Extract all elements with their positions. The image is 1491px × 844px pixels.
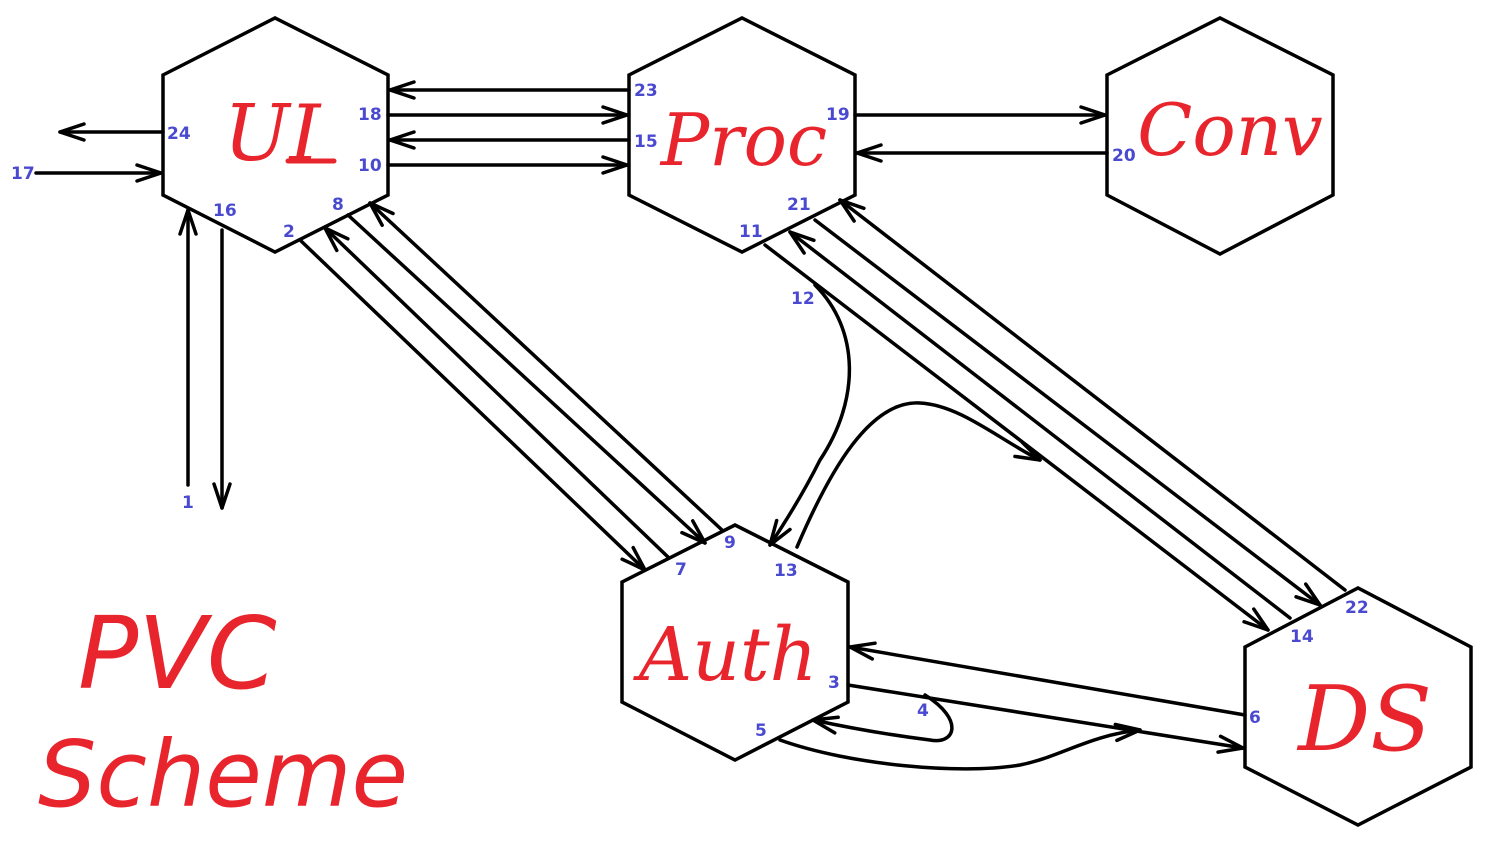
- edge-3: [846, 683, 1245, 754]
- edge-7: [323, 226, 670, 559]
- edge-number-24: 24: [167, 124, 191, 144]
- edge-number-11: 11: [739, 222, 763, 242]
- edge-4: [811, 693, 954, 743]
- edge-number-6: 6: [1249, 708, 1261, 728]
- proc-node-label: Proc: [659, 98, 828, 182]
- title-line-2: Scheme: [38, 721, 408, 828]
- edge-8: [346, 213, 707, 545]
- title-line-1: PVC: [78, 595, 277, 712]
- edge-12: [768, 283, 852, 547]
- edge-number-18: 18: [358, 105, 382, 125]
- edge-11: [763, 243, 1270, 632]
- edge-number-3: 3: [828, 673, 840, 693]
- edge-number-12: 12: [791, 289, 815, 309]
- edge-9: [368, 201, 724, 532]
- edge-number-2: 2: [283, 222, 295, 242]
- edge-number-21: 21: [787, 195, 811, 215]
- edge-number-8: 8: [332, 195, 344, 215]
- ds-node-shape: [1243, 586, 1473, 827]
- ds-node-label: DS: [1296, 667, 1432, 772]
- edge-21: [813, 218, 1322, 607]
- edge-number-7: 7: [675, 560, 687, 580]
- conv-node-label: Conv: [1137, 88, 1322, 172]
- auth-node-label: Auth: [633, 612, 818, 698]
- edge-2: [298, 238, 647, 572]
- edge-14: [788, 230, 1292, 620]
- conv-node-shape: [1105, 16, 1335, 256]
- edge-number-17: 17: [11, 164, 35, 184]
- edge-number-13: 13: [774, 561, 798, 581]
- edge-number-16: 16: [213, 201, 237, 221]
- edge-22: [838, 198, 1347, 592]
- edge-6: [848, 641, 1247, 717]
- edge-number-15: 15: [634, 132, 658, 152]
- edge-number-14: 14: [1290, 627, 1314, 647]
- ui-node-label: UI: [224, 89, 323, 179]
- edge-13: [795, 401, 1042, 549]
- edge-number-10: 10: [358, 156, 382, 176]
- edge-number-1: 1: [182, 493, 194, 513]
- edge-number-4: 4: [917, 701, 929, 721]
- edge-number-5: 5: [755, 721, 767, 741]
- auth-node-shape: [620, 523, 850, 762]
- ui-node-shape: [161, 16, 390, 254]
- edge-5: [778, 722, 1142, 771]
- edge-number-23: 23: [634, 81, 658, 101]
- edge-number-9: 9: [724, 533, 736, 553]
- edge-number-20: 20: [1112, 146, 1136, 166]
- proc-node-shape: [627, 16, 857, 254]
- edge-number-22: 22: [1345, 598, 1369, 618]
- edge-number-19: 19: [826, 105, 850, 125]
